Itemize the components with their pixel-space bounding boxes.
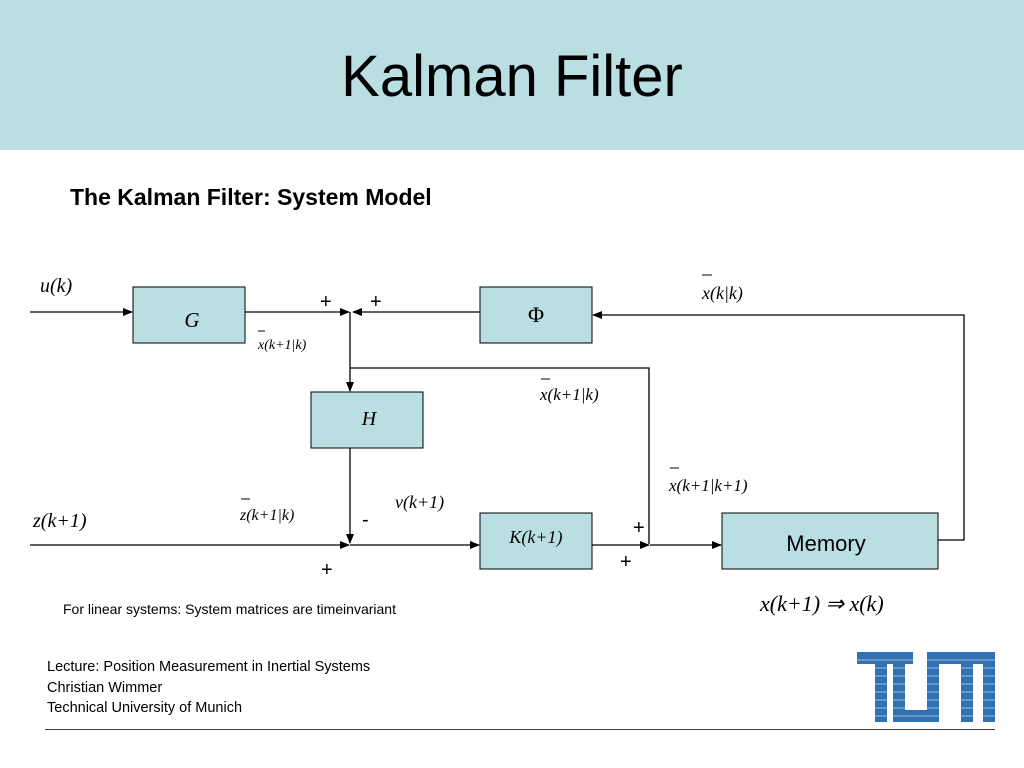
block-g-label: G [184,308,199,332]
tum-logo [857,652,995,722]
signal-z-pred: z(k+1|k) [239,507,294,524]
signal-x-pred-right: x(k+1|k) [539,385,599,404]
block-memory-label: Memory [786,531,865,556]
footer-author: Christian Wimmer [47,679,163,696]
title-banner [0,0,1024,150]
footer-university: Technical University of Munich [47,700,243,716]
sign-sum3-bottom: + [620,551,632,573]
line-branch-to-sum3 [350,367,650,544]
block-h-label: H [361,408,378,430]
block-memory [721,512,939,570]
signal-shift: x(k+1) ⇒ x(k) [759,591,884,616]
block-k [479,512,593,570]
signal-v: v(k+1) [395,492,444,513]
tum-logo-mark [857,652,995,722]
linear-systems-note: For linear systems: System matrices are … [63,601,396,617]
block-phi [479,286,593,344]
signal-z: z(k+1) [32,510,87,532]
sign-sum1-left: + [320,291,332,313]
line-memory-to-phi [592,311,965,541]
signal-u: u(k) [40,275,73,297]
footer-lecture: Lecture: Position Measurement in Inertia… [47,659,371,675]
block-k-label: K(k+1) [508,527,562,548]
block-phi-label: Φ [528,302,544,327]
sign-sum3-top: + [633,517,645,539]
block-g [132,286,246,344]
footer-divider [45,729,995,730]
signal-x-k-k: x(k|k) [701,283,743,304]
footer-text: Lecture: Position Measurement in Inertia… [47,657,370,719]
signal-x-pred-left: x(k+1|k) [257,338,307,353]
slide-title: Kalman Filter [341,44,683,109]
sign-sum2-bottom: + [321,559,333,581]
sign-sum1-right: + [370,291,382,313]
block-h [310,391,424,449]
sign-sum2-top: - [362,509,369,531]
slide-subtitle: The Kalman Filter: System Model [70,184,432,210]
signal-x-upd: x(k+1|k+1) [668,476,748,495]
